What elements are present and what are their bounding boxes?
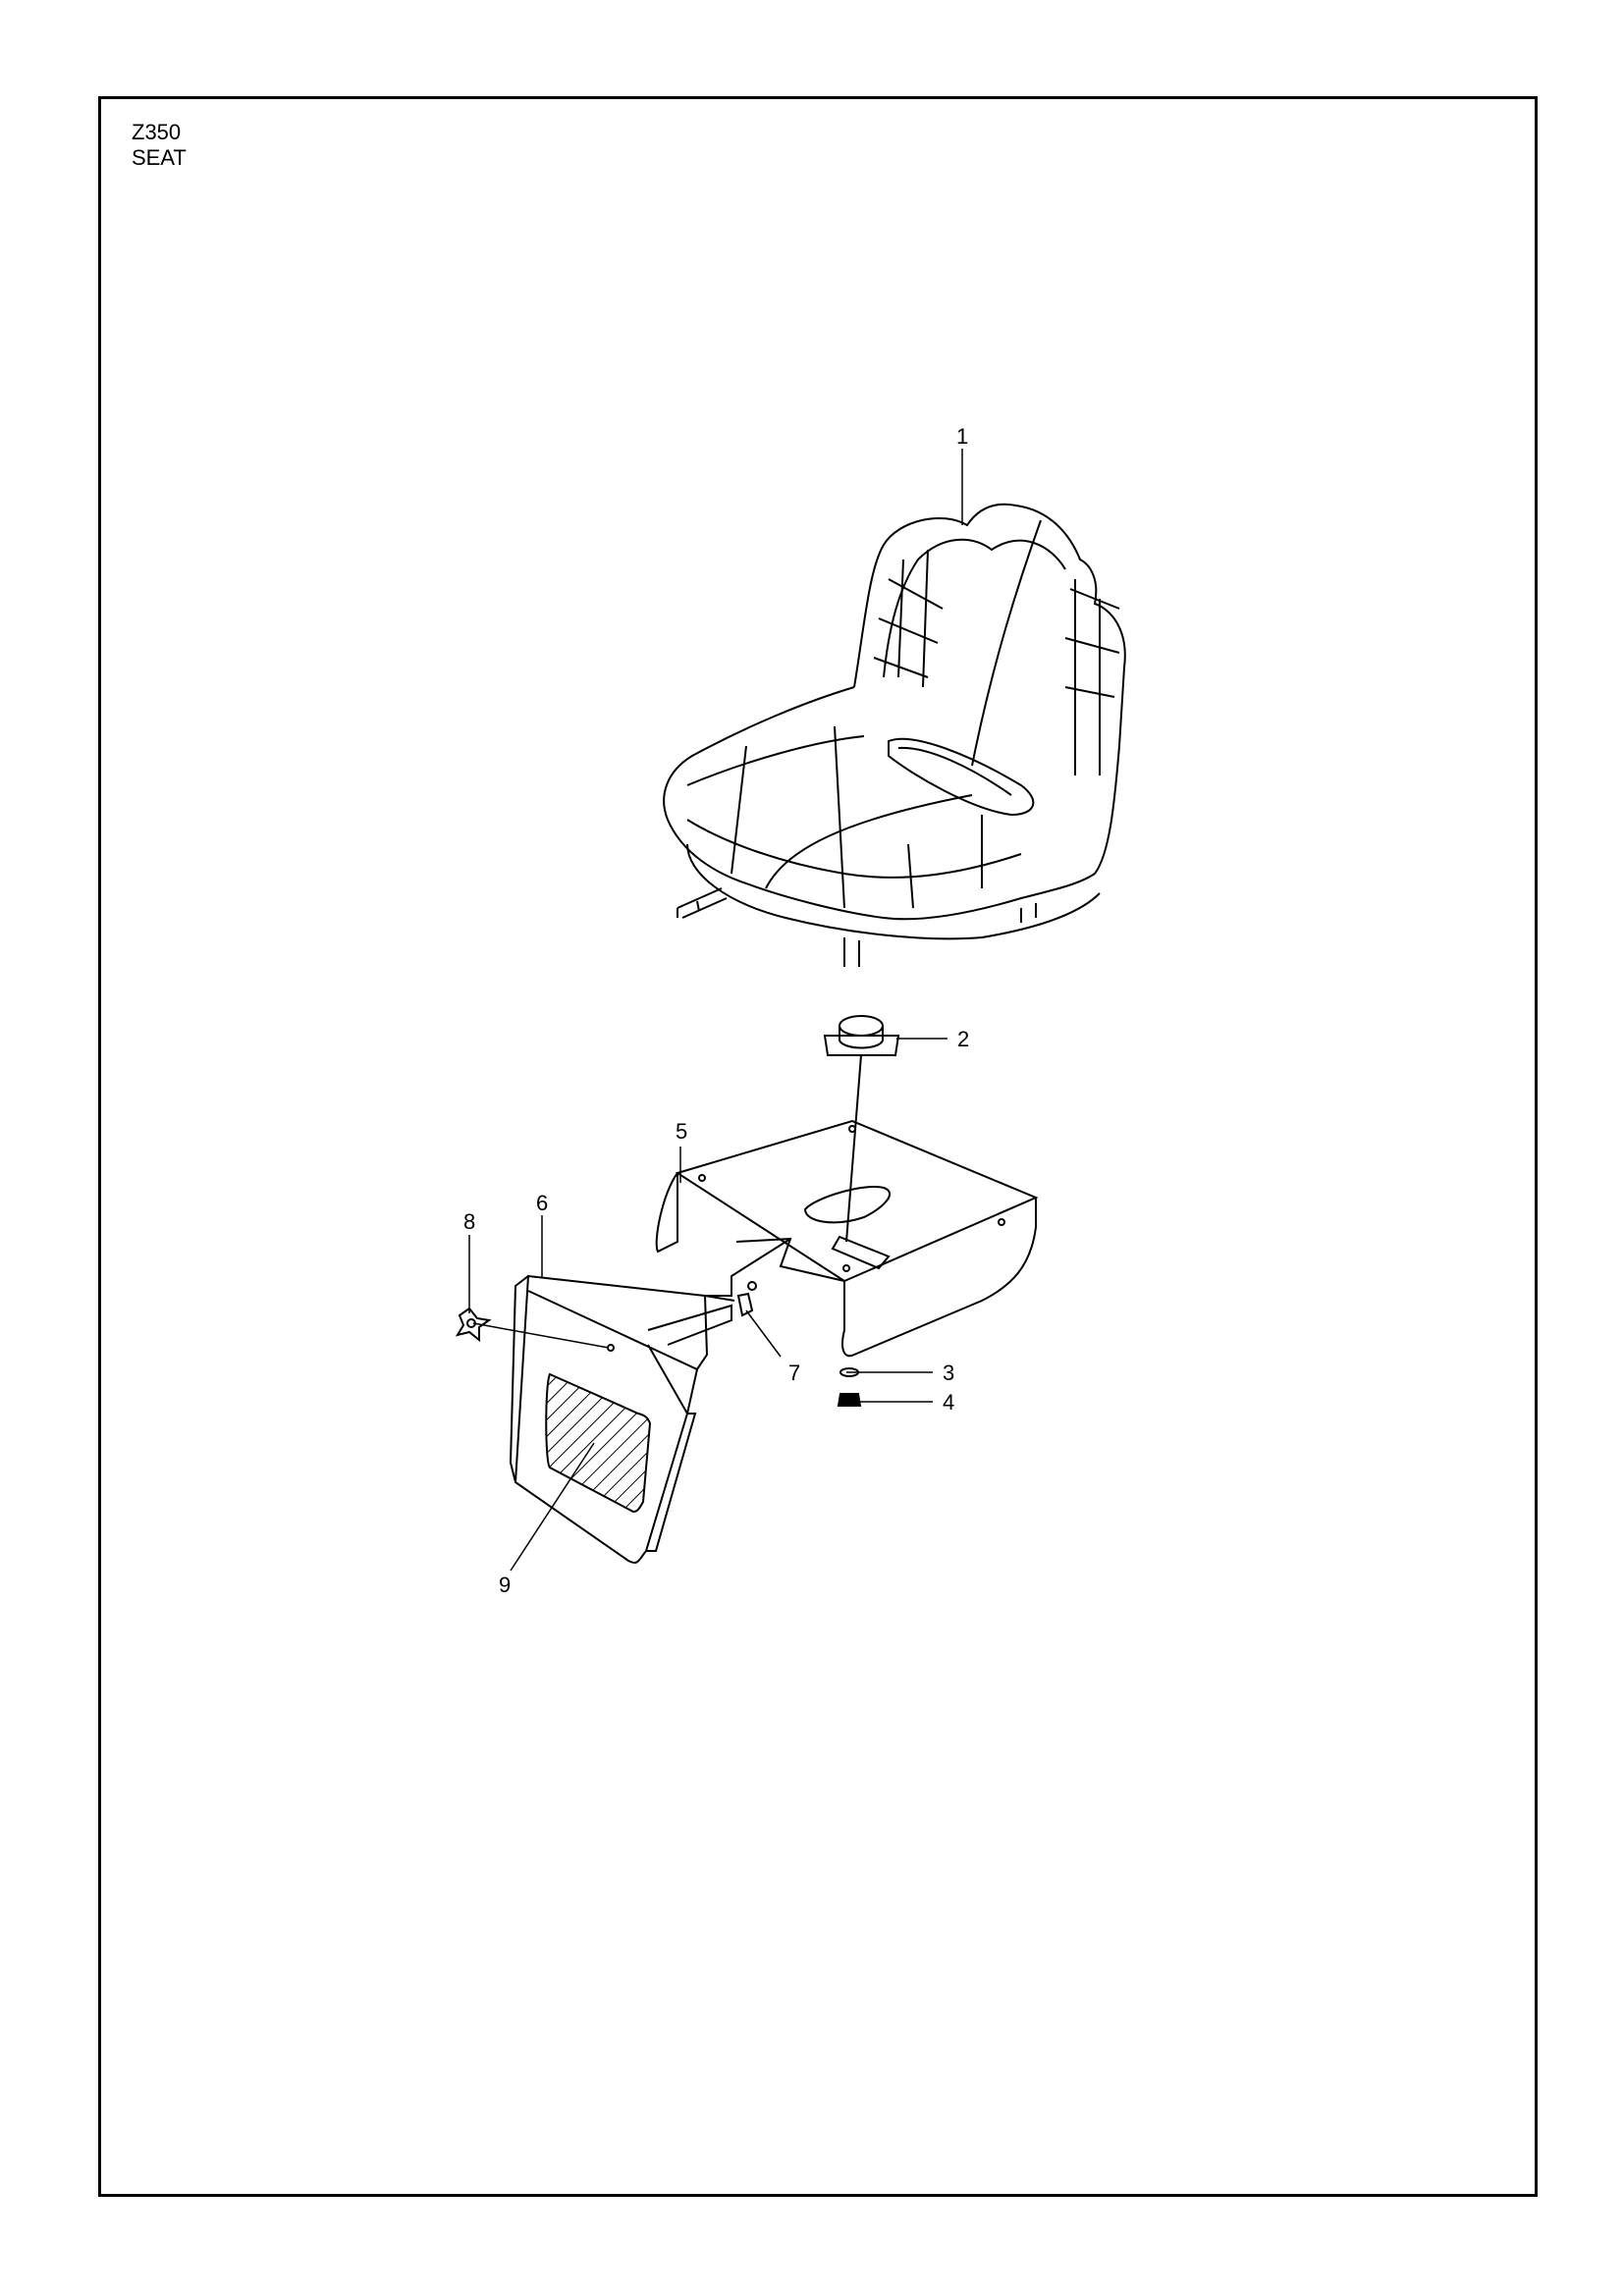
model-label: Z350 (132, 120, 182, 144)
nut-part (837, 1393, 862, 1407)
seat-pan-part (655, 1119, 1039, 1358)
callout-2: 2 (957, 1027, 969, 1051)
callout-5: 5 (676, 1119, 687, 1144)
section-label: SEAT (132, 145, 187, 170)
callout-8: 8 (463, 1209, 475, 1234)
callout-7: 7 (788, 1361, 800, 1385)
leader-lines (468, 449, 963, 1572)
clip-part (736, 1281, 757, 1317)
callout-1: 1 (956, 424, 968, 449)
drawing-frame (98, 96, 1538, 2197)
callout-9: 9 (499, 1573, 511, 1597)
callout-3: 3 (943, 1361, 954, 1385)
callout-6: 6 (536, 1191, 548, 1215)
knob-part (455, 1307, 492, 1343)
title-block: Z350 SEAT (132, 120, 187, 171)
seat-part (663, 503, 1126, 967)
callout-4: 4 (943, 1390, 954, 1415)
seat-switch-part (823, 1015, 900, 1243)
